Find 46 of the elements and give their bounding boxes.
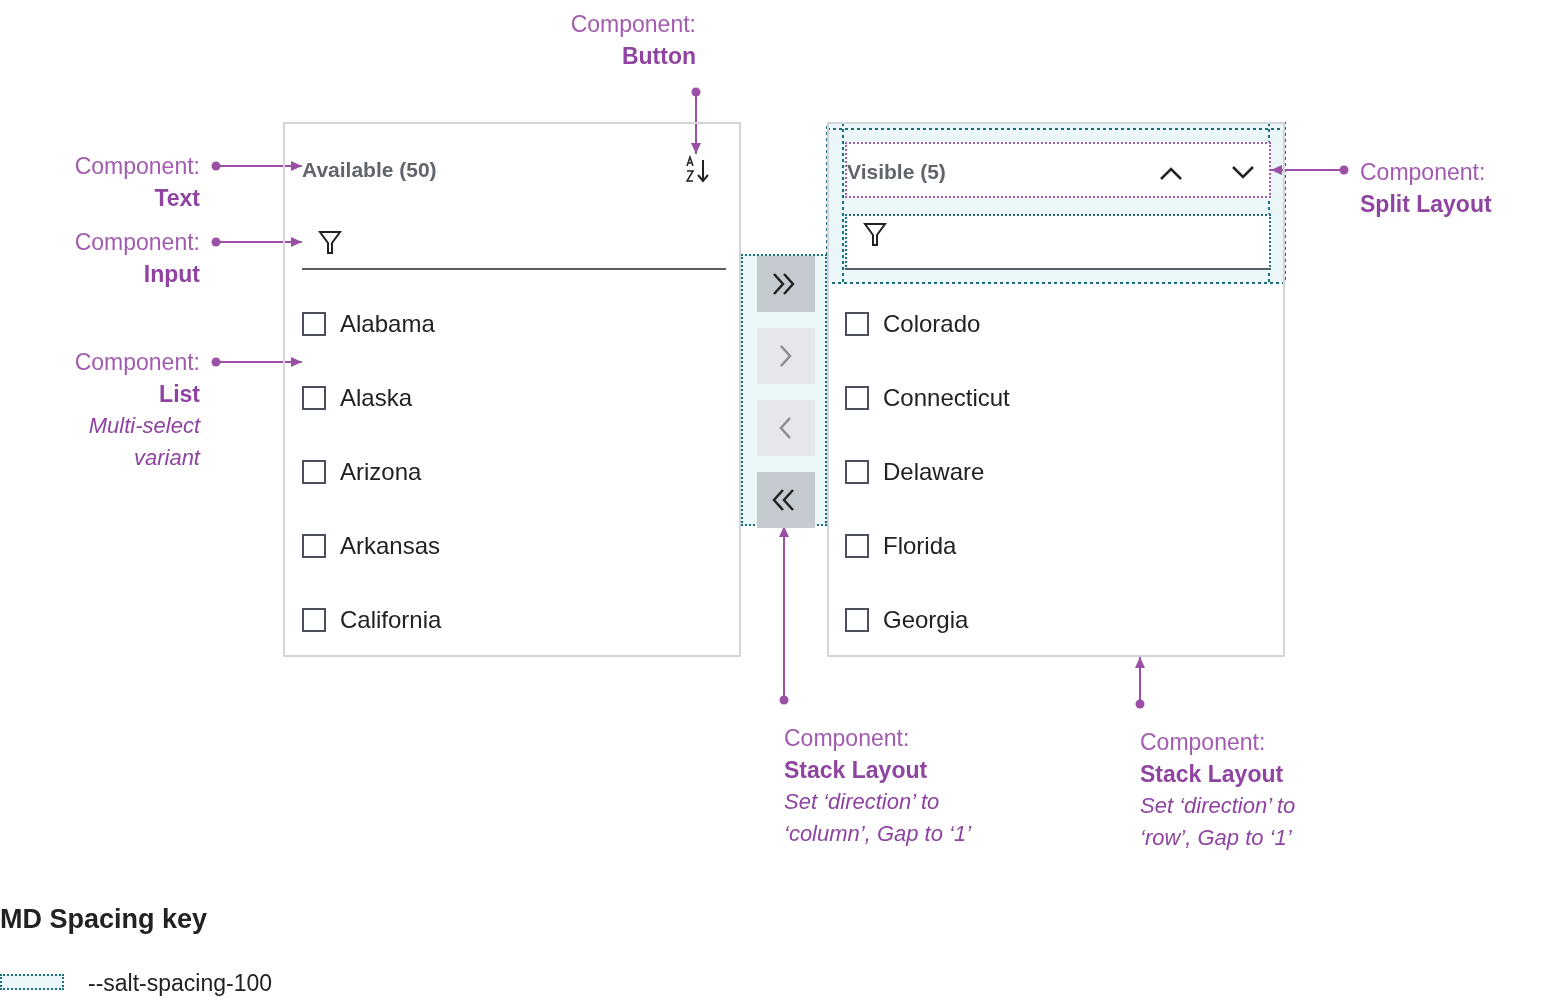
component-name: Split Layout — [1360, 190, 1493, 219]
callout-arrow — [211, 161, 303, 171]
callout-arrow — [211, 357, 303, 367]
component-name: Stack Layout — [784, 756, 929, 785]
component-note: Set ‘direction’ to ‘row’, Gap to ‘1’ — [1140, 792, 1297, 852]
component-name: Button — [620, 42, 696, 71]
panel-heading: Visible (5) — [847, 158, 1047, 186]
callout-arrow — [1270, 165, 1349, 175]
split-layout-outline — [845, 142, 1271, 198]
component-label: Component: — [784, 724, 911, 753]
callout-arrow — [691, 87, 701, 155]
component-name: Stack Layout — [1140, 760, 1285, 789]
component-label: Component: — [1360, 158, 1487, 187]
list-panel — [283, 122, 741, 657]
legend-heading: MD Spacing key — [0, 904, 208, 935]
button-stack — [741, 254, 827, 526]
callout-arrow — [211, 237, 303, 247]
component-note: Set ‘direction’ to ‘column’, Gap to ‘1’ — [784, 788, 973, 848]
list-item-label: Georgia — [883, 606, 969, 634]
component-label: Component: — [73, 152, 200, 181]
component-note: Multi-select variant — [87, 412, 200, 472]
transfer-button — [757, 256, 815, 312]
transfer-button — [757, 472, 815, 528]
component-name: Text — [153, 184, 200, 213]
component-name: Input — [142, 260, 200, 289]
list-panel — [827, 122, 1285, 657]
list-item-label: Alabama — [340, 310, 435, 338]
transfer-button — [757, 400, 815, 456]
list-item-label: Colorado — [883, 310, 981, 338]
list-item-label: Delaware — [883, 458, 985, 486]
list-item-label: Florida — [883, 532, 957, 560]
filter-field — [845, 214, 1271, 270]
legend-label: --salt-spacing-100 — [88, 970, 273, 997]
list-item-label: Alaska — [340, 384, 413, 412]
transfer-button — [757, 328, 815, 384]
component-label: Component: — [73, 228, 200, 257]
list-item-label: Arkansas — [340, 532, 441, 560]
component-label: Component: — [569, 10, 696, 39]
component-label: Component: — [1140, 728, 1267, 757]
list-item-label: Connecticut — [883, 384, 1010, 412]
component-name: List — [158, 380, 200, 409]
list-item-label: California — [340, 606, 442, 634]
component-label: Component: — [73, 348, 200, 377]
callout-arrow — [1135, 656, 1145, 709]
list-item-label: Arizona — [340, 458, 422, 486]
panel-heading: Available (50) — [302, 156, 502, 184]
